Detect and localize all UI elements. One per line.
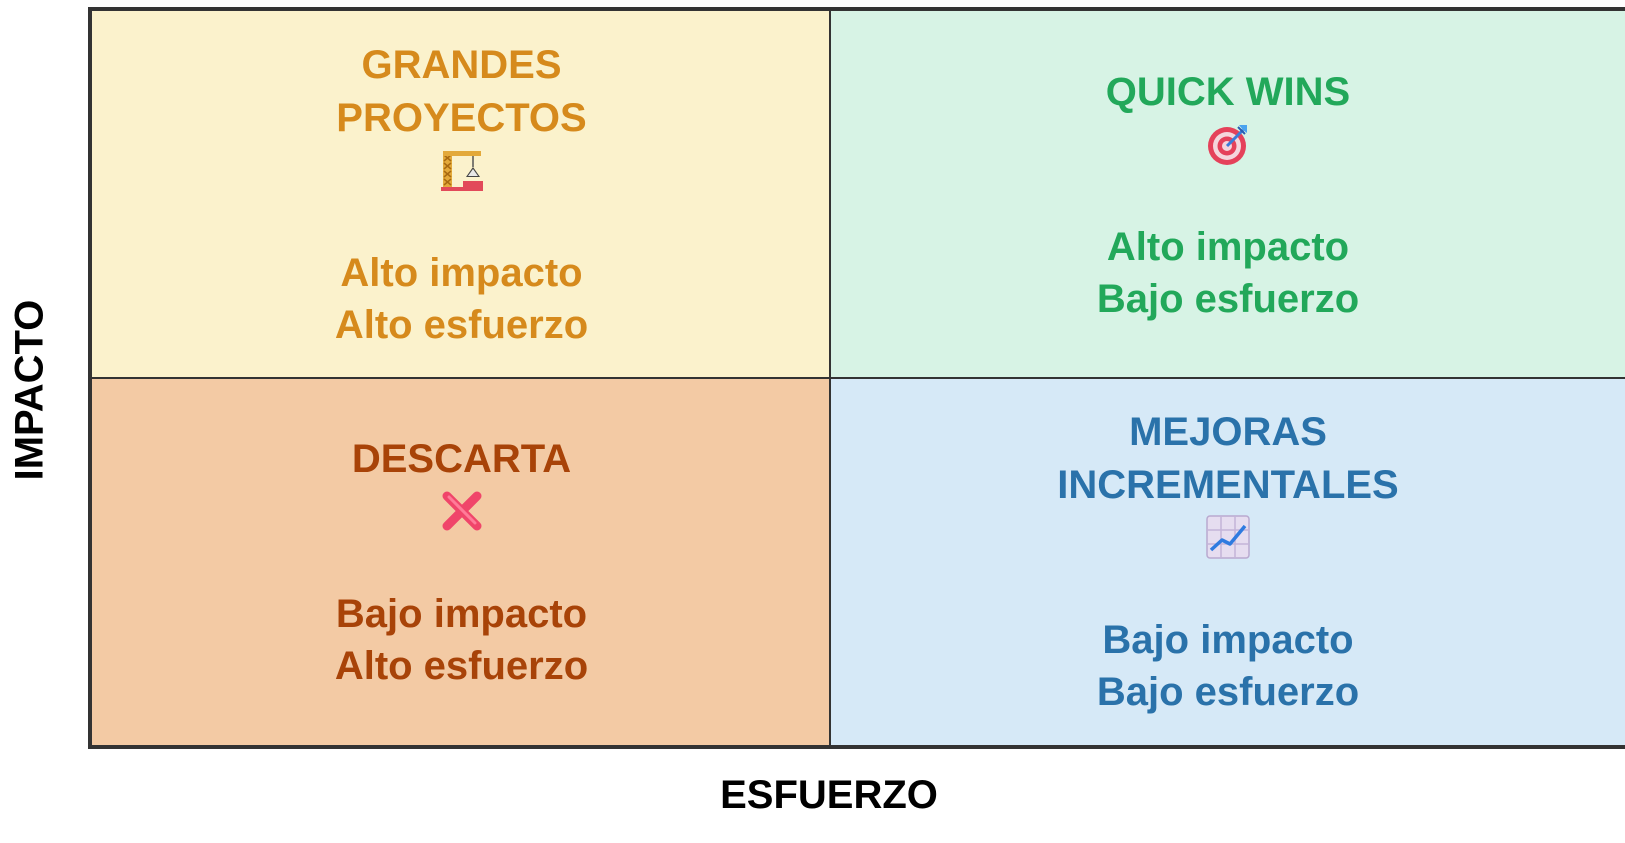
quadrant-title-line1: QUICK WINS (1105, 69, 1351, 114)
quadrant-descarta: DESCARTA Bajo impacto Alto esfuerzo (88, 377, 833, 749)
quadrant-title-line2: PROYECTOS (336, 96, 587, 140)
quadrant-title-line2: INCREMENTALES (1057, 463, 1399, 507)
x-axis-label: ESFUERZO (720, 773, 938, 817)
quadrant-desc-line2: Alto esfuerzo (334, 643, 589, 688)
quadrant-desc-line2: Alto esfuerzo (334, 303, 589, 347)
quadrant-desc-line1: Bajo impacto (1102, 618, 1354, 662)
quadrant-title-line1: GRANDES (361, 43, 562, 87)
quadrant-mejoras-incrementales: MEJORAS INCREMENTALES Bajo impacto Bajo … (829, 377, 1625, 749)
chart-increasing-icon (1206, 515, 1250, 559)
target-dart-icon (1208, 124, 1247, 165)
quadrant-quick-wins: QUICK WINS Alto impacto Bajo esfuerzo (829, 7, 1625, 381)
construction-crane-icon (440, 151, 483, 191)
quadrant-grandes-proyectos: GRANDES PROYECTOS Alto impacto Alto esfu… (88, 7, 833, 381)
cross-mark-icon (442, 491, 481, 530)
y-axis-label: IMPACTO (7, 299, 52, 481)
quadrant-title-line1: MEJORAS (1129, 410, 1327, 454)
quadrant-desc-line1: Alto impacto (1106, 224, 1350, 269)
quadrant-title-line1: DESCARTA (351, 436, 572, 481)
quadrant-desc-line1: Alto impacto (340, 251, 583, 295)
quadrant-desc-line2: Bajo esfuerzo (1096, 670, 1360, 714)
quadrant-desc-line2: Bajo esfuerzo (1096, 276, 1360, 321)
quadrant-desc-line1: Bajo impacto (335, 591, 588, 636)
impact-effort-matrix: GRANDES PROYECTOS Alto impacto Alto esfu… (88, 7, 1625, 749)
